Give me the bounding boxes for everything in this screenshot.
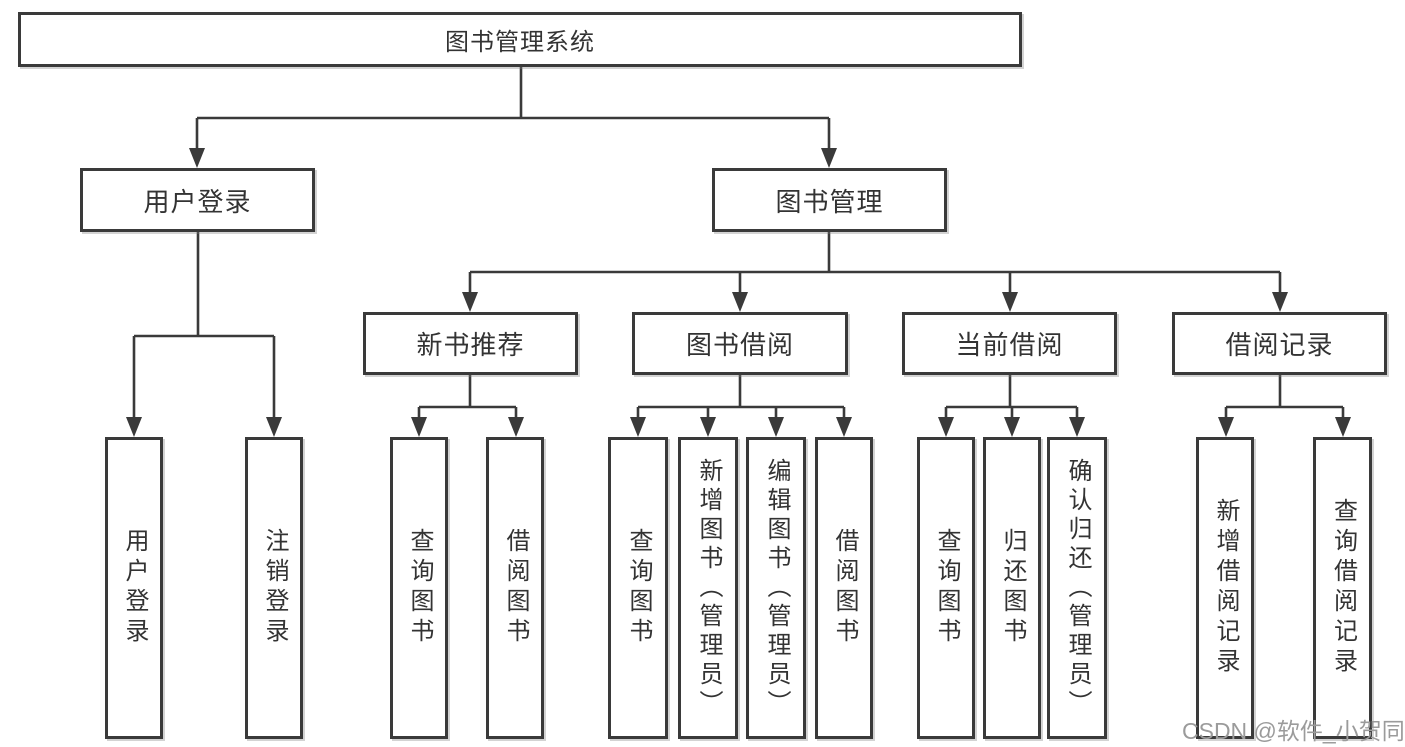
node-leaf-rec-borrow-book: 借阅图书 <box>486 437 544 739</box>
node-leaf-bb-add-book: 新增图书（管理员） <box>678 437 738 739</box>
node-new-book-recommend: 新书推荐 <box>363 312 578 375</box>
node-leaf-cb-confirm-return: 确认归还（管理员） <box>1047 437 1107 739</box>
node-leaf-bb-borrow-book: 借阅图书 <box>815 437 873 739</box>
node-current-borrow: 当前借阅 <box>902 312 1117 375</box>
node-leaf-br-add-record: 新增借阅记录 <box>1196 437 1254 739</box>
node-leaf-br-query-record: 查询借阅记录 <box>1313 437 1372 739</box>
node-borrow-records: 借阅记录 <box>1172 312 1387 375</box>
node-leaf-cb-return-book: 归还图书 <box>983 437 1041 739</box>
node-leaf-rec-query-book: 查询图书 <box>390 437 448 739</box>
node-leaf-logout: 注销登录 <box>245 437 303 739</box>
node-leaf-bb-edit-book: 编辑图书（管理员） <box>746 437 806 739</box>
node-leaf-user-login: 用户登录 <box>105 437 163 739</box>
node-user-login: 用户登录 <box>80 168 315 232</box>
node-leaf-cb-query-book: 查询图书 <box>917 437 975 739</box>
node-leaf-bb-query-book: 查询图书 <box>608 437 668 739</box>
node-book-management: 图书管理 <box>712 168 947 232</box>
watermark: CSDN @软件_小贺同学 <box>1182 718 1405 744</box>
node-root: 图书管理系统 <box>18 12 1022 67</box>
node-book-borrow: 图书借阅 <box>632 312 848 375</box>
